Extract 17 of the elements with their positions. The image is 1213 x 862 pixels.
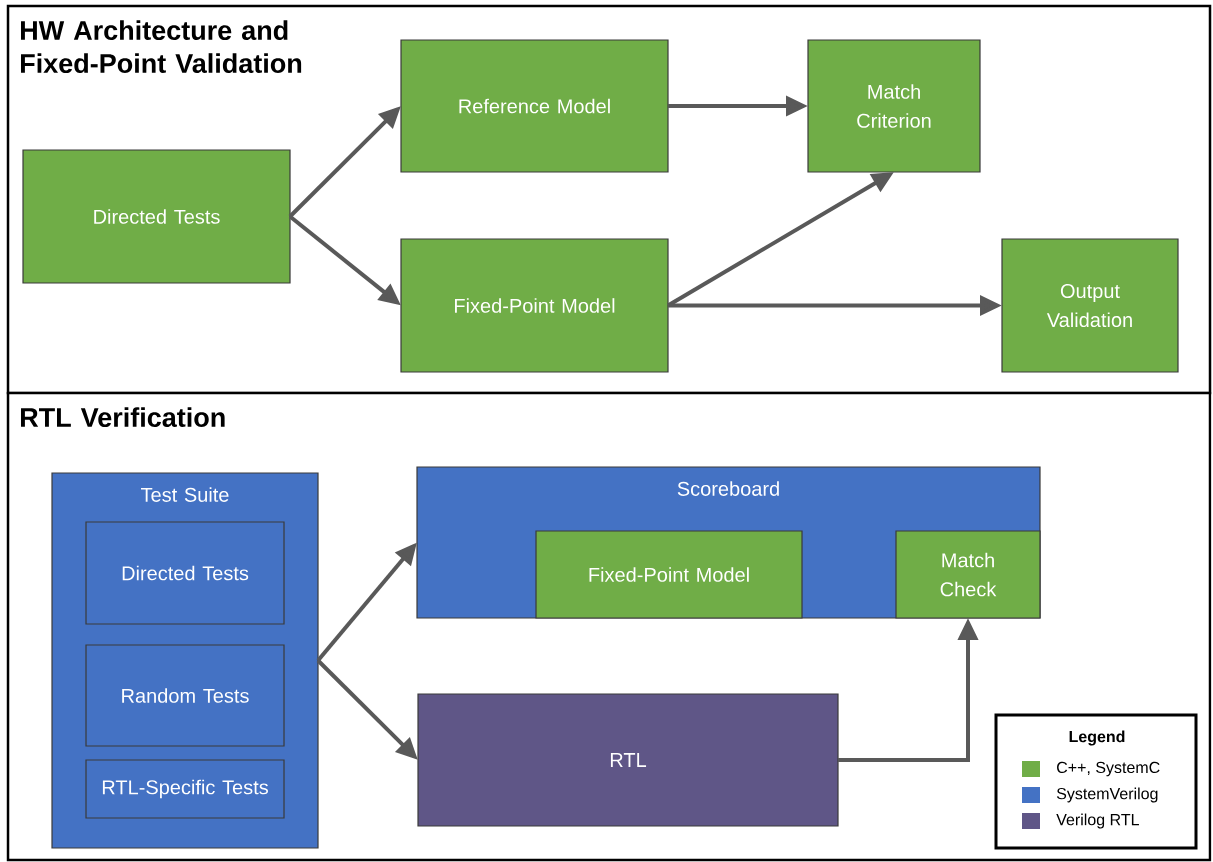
process-box: Fixed-Point Model (400, 238, 669, 373)
process-box: Random Tests (85, 644, 285, 747)
process-box: Match Criterion (807, 39, 981, 173)
section-title: RTL Verification (21, 407, 225, 428)
legend-label: C++, SystemC (1057, 761, 1160, 777)
section-title: HW Architecture and Fixed-Point Validation (21, 20, 302, 74)
process-box: Directed Tests (22, 149, 291, 284)
process-box: Output Validation (1001, 238, 1179, 373)
process-box: RTL-Specific Tests (85, 759, 285, 819)
legend-label: SystemVerilog (1056, 787, 1158, 803)
legend-label: Verilog RTL (1056, 813, 1139, 829)
process-box: Fixed-Point Model (535, 530, 803, 619)
process-box: RTL (417, 693, 839, 827)
process-box: Directed Tests (85, 521, 285, 625)
process-box: Match Check (895, 530, 1041, 619)
legend-title: Legend (1069, 730, 1125, 746)
process-box: Reference Model (400, 39, 669, 173)
